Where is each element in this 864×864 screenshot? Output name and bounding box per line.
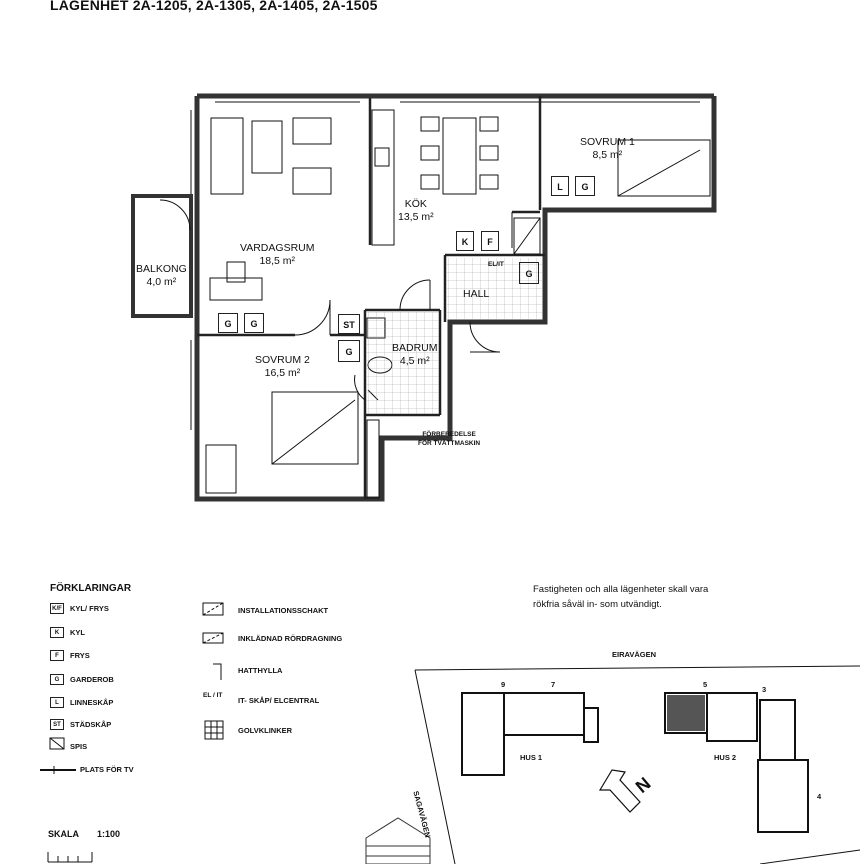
legend-symbol-st: ST <box>50 719 64 730</box>
fridge-symbol: K <box>456 231 474 251</box>
room-area: 4,0 m² <box>146 276 177 288</box>
balcony-outline <box>131 194 193 318</box>
room-area: 13,5 m² <box>398 211 434 223</box>
exterior-walls <box>194 93 717 502</box>
legend-label: GARDEROB <box>70 675 114 684</box>
site-map <box>414 665 861 864</box>
room-balkong: BALKONG 4,0 m² <box>136 263 187 289</box>
legend-label: KYL/ FRYS <box>70 604 109 613</box>
linen-cabinet-symbol: L <box>551 176 569 196</box>
legend-label: KYL <box>70 628 85 637</box>
legend-symbol-g: G <box>50 674 64 685</box>
tile-floor-bath <box>367 312 439 414</box>
plan-title: LÄGENHET 2A-1205, 2A-1305, 2A-1405, 2A-1… <box>50 0 378 13</box>
room-area: 4,5 m² <box>399 355 430 367</box>
legend-label: INSTALLATIONSSCHAKT <box>238 606 329 615</box>
entrance-number: 9 <box>501 680 506 689</box>
legend-symbol-k: K <box>50 627 64 638</box>
wardrobe-symbol: G <box>519 262 539 284</box>
bed-sovrum2 <box>205 391 359 494</box>
room-kok: KÖK 13,5 m² <box>398 198 434 224</box>
house-1-label: HUS 1 <box>520 753 543 762</box>
room-name: VARDAGSRUM <box>240 242 315 254</box>
washer-note-line: FÖRBEREDELSE <box>422 431 476 438</box>
room-badrum: BADRUM 4,5 m² <box>392 342 438 368</box>
tile-floor-hall <box>447 258 543 320</box>
legend-label: INKLÄDNAD RÖRDRAGNING <box>238 634 343 643</box>
highlighted-apartment <box>667 695 705 731</box>
legend-label: IT- SKÅP/ ELCENTRAL <box>238 696 320 705</box>
smoke-free-note: Fastigheten och alla lägenheter skall va… <box>533 582 833 612</box>
note-line: rökfria såväl in- som utvändigt. <box>533 599 662 610</box>
legend-label: GOLVKLINKER <box>238 726 293 735</box>
legend-label: FRYS <box>70 651 90 660</box>
legend-symbols <box>40 602 224 774</box>
entrance-number: 5 <box>703 680 708 689</box>
legend-label: PLATS FÖR TV <box>80 765 134 774</box>
washer-note-line: FÖR TVÄTTMASKIN <box>418 440 481 447</box>
scale-value: 1:100 <box>97 829 121 839</box>
room-name: SOVRUM 1 <box>580 136 635 148</box>
north-arrow <box>598 769 641 813</box>
installation-shaft <box>366 217 541 499</box>
living-furniture <box>209 117 332 301</box>
room-area: 18,5 m² <box>259 255 296 267</box>
house-icon <box>365 817 431 864</box>
legend-symbol-elit: EL / IT <box>203 692 223 699</box>
wardrobe-symbol: G <box>218 313 238 333</box>
interior-walls <box>197 96 545 499</box>
legend-heading: FÖRKLARINGAR <box>50 583 132 594</box>
cleaning-cabinet-symbol: ST <box>338 314 360 334</box>
scale-label: SKALA <box>48 829 79 839</box>
room-hall: HALL <box>463 288 489 301</box>
room-area: 16,5 m² <box>264 367 301 379</box>
scale-bar <box>47 852 93 863</box>
room-sovrum1: SOVRUM 1 8,5 m² <box>580 136 635 162</box>
legend-symbol-l: L <box>50 697 64 708</box>
room-vardagsrum: VARDAGSRUM 18,5 m² <box>240 242 314 268</box>
entrance-number: 7 <box>551 680 556 689</box>
freezer-symbol: F <box>481 231 499 251</box>
it-el-cabinet-label: EL/IT <box>488 261 504 268</box>
legend-symbol-kf: K/F <box>50 603 64 614</box>
room-area: 8,5 m² <box>592 149 623 161</box>
room-name: SOVRUM 2 <box>255 354 310 366</box>
legend-label: LINNESKÅP <box>70 698 114 707</box>
road-eiravagen: EIRAVÄGEN <box>612 650 657 659</box>
doors <box>159 199 513 401</box>
washer-note: FÖRBEREDELSE FÖR TVÄTTMASKIN <box>418 430 480 448</box>
kitchen-table <box>420 116 499 195</box>
wardrobe-symbol: G <box>575 176 595 196</box>
entrance-number: 4 <box>817 792 822 801</box>
house-2-label: HUS 2 <box>714 753 737 762</box>
bed-sovrum1 <box>617 139 711 197</box>
entrance-number: 3 <box>762 685 767 694</box>
wardrobe-symbol: G <box>338 340 360 362</box>
windows <box>190 101 700 430</box>
legend-label: STÄDSKÅP <box>70 720 112 729</box>
note-line: Fastigheten och alla lägenheter skall va… <box>533 584 709 595</box>
legend-symbol-f: F <box>50 650 64 661</box>
room-name: BALKONG <box>136 263 187 275</box>
legend-label: HATTHYLLA <box>238 666 283 675</box>
room-name: HALL <box>463 288 490 300</box>
room-name: BADRUM <box>392 342 438 354</box>
wardrobe-symbol: G <box>244 313 264 333</box>
kitchen-counter <box>371 109 395 246</box>
room-name: KÖK <box>404 198 427 210</box>
legend-label: SPIS <box>70 742 88 751</box>
room-sovrum2: SOVRUM 2 16,5 m² <box>255 354 310 380</box>
